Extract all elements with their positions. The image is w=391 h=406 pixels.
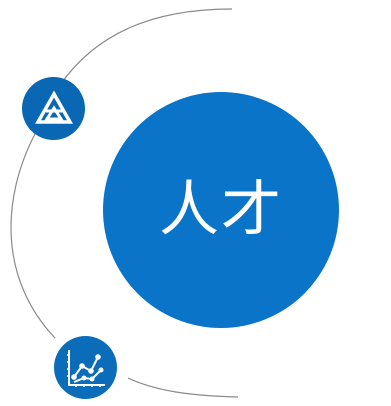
main-label: 人才 [159, 175, 283, 245]
main-circle: 人才 [103, 92, 339, 328]
triangle-icon [22, 77, 85, 140]
scatter-chart-icon [54, 336, 117, 399]
